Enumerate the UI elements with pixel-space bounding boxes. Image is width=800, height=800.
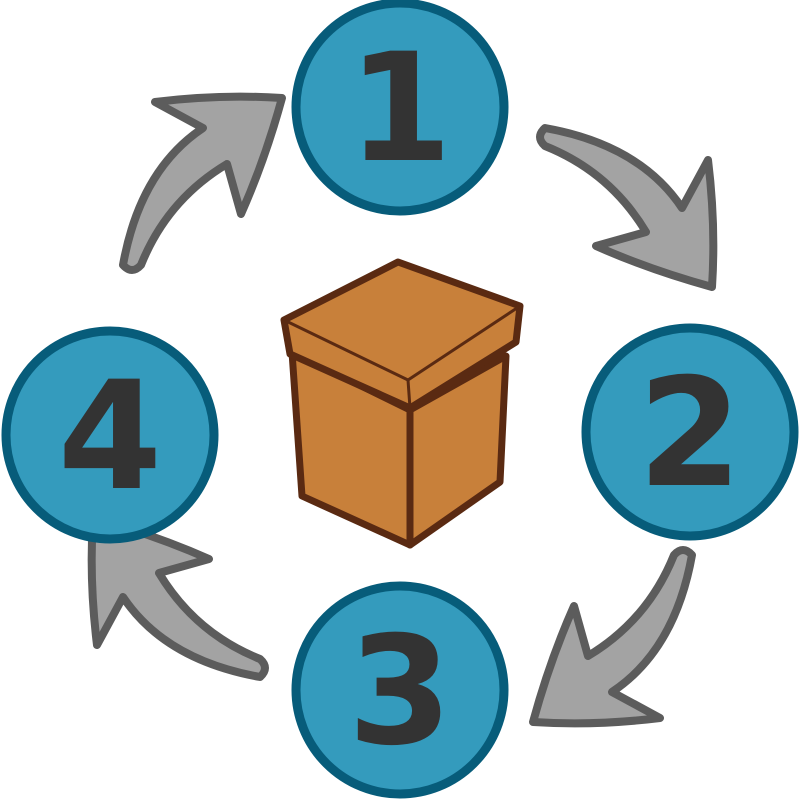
step-4: 4 (1, 326, 219, 544)
arrow-2-to-3 (533, 550, 692, 723)
step-2-label: 2 (638, 347, 742, 521)
box-icon (280, 258, 524, 549)
arrow-1-to-2 (540, 128, 713, 287)
step-1: 1 (291, 0, 509, 216)
step-4-label: 4 (58, 350, 162, 524)
step-3-label: 3 (348, 605, 452, 779)
step-3: 3 (291, 581, 509, 799)
arrow-4-to-1 (123, 97, 282, 270)
step-1-label: 1 (348, 22, 452, 196)
step-2: 2 (581, 323, 799, 541)
